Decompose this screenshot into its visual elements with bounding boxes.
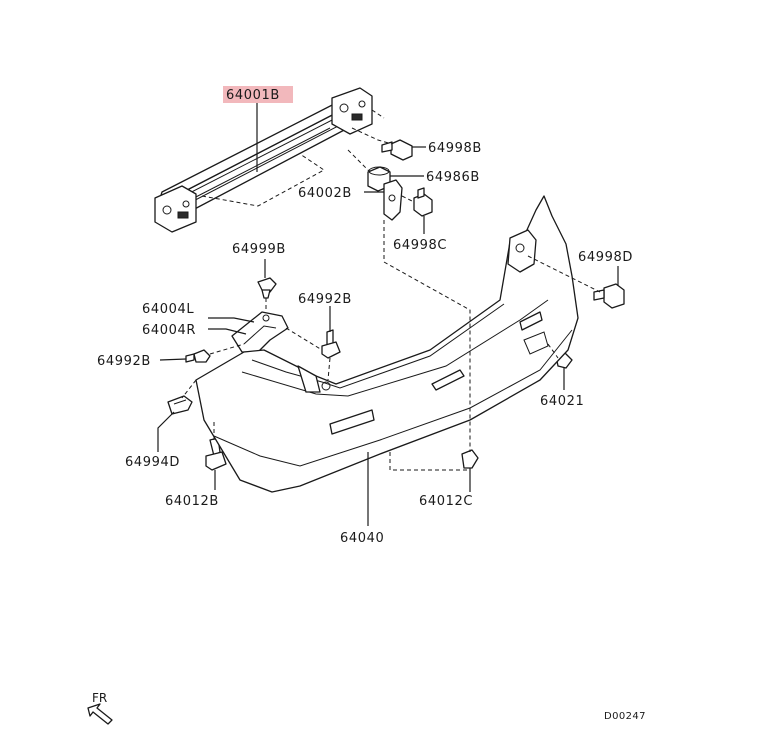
label-64992b-left[interactable]: 64992B [97,354,151,369]
label-64004l[interactable]: 64004L [142,302,194,317]
label-64998c[interactable]: 64998C [393,238,447,253]
label-64998d[interactable]: 64998D [578,250,633,265]
label-64999b[interactable]: 64999B [232,242,286,257]
highlight-box-64001b [223,86,293,103]
label-64001b[interactable]: 64001B [226,88,280,103]
label-64994d[interactable]: 64994D [125,455,180,470]
label-64998b[interactable]: 64998B [428,141,482,156]
rear-bumper-reinforcement[interactable] [154,87,373,233]
label-64012c[interactable]: 64012C [419,494,473,509]
assembly-dashed-lines [181,109,601,471]
clip-64994d[interactable] [167,395,193,415]
bolt-64998d[interactable] [593,283,625,309]
bolt-64998c[interactable] [413,187,433,217]
rear-bumper-cover[interactable] [195,195,579,493]
label-64002b[interactable]: 64002B [298,186,352,201]
diagram-reference-code: D00247 [604,711,646,722]
fr-label: FR [92,691,107,705]
label-64012b[interactable]: 64012B [165,494,219,509]
screw-64992b-top[interactable] [321,329,341,359]
bolt-64998b[interactable] [381,139,413,161]
label-64004r[interactable]: 64004R [142,323,196,338]
part-labels: 64001B 64998B 64986B 64002B 64998C 64999… [97,86,633,546]
bracket-64002b[interactable] [383,179,403,221]
screw-64992b-left[interactable] [185,349,211,363]
fastener-64012b[interactable] [205,437,227,471]
front-direction-indicator: FR [87,691,113,725]
fastener-64012c[interactable] [461,449,479,469]
label-64021[interactable]: 64021 [540,394,584,409]
front-arrow-icon [87,703,113,725]
label-64986b[interactable]: 64986B [426,170,480,185]
label-64992b-top[interactable]: 64992B [298,292,352,307]
leader-lines [157,101,619,526]
clip-64999b[interactable] [257,277,277,299]
label-64040[interactable]: 64040 [340,531,384,546]
